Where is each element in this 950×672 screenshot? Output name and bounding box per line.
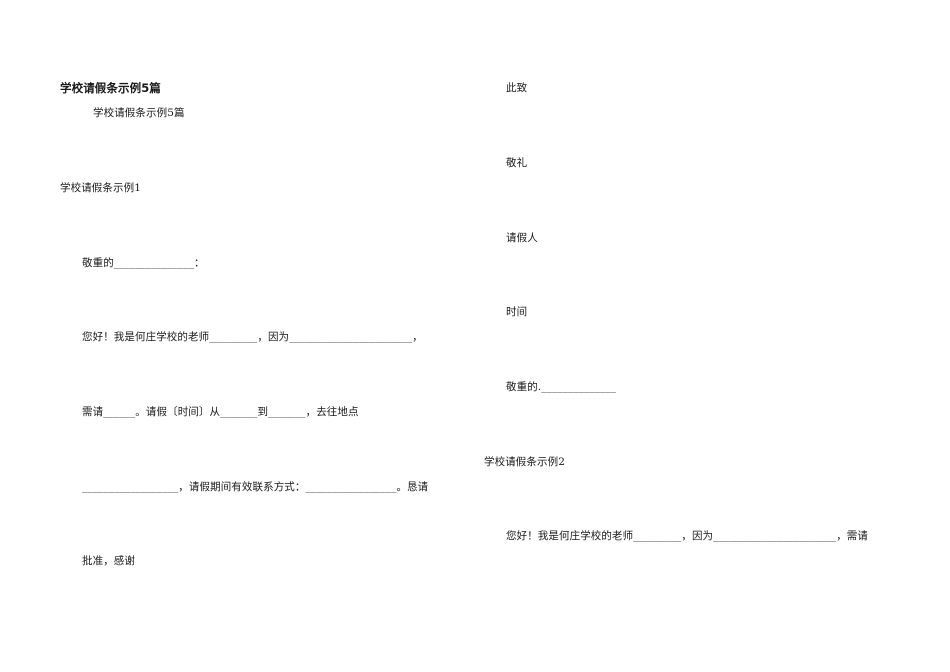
recipient-line: 敬重的.______________ — [506, 381, 617, 393]
body-line-4: 批准，感谢 — [82, 555, 135, 567]
body-line-3: __________________，请假期间有效联系方式：__________… — [82, 481, 429, 493]
closing-zhici: 此致 — [506, 82, 528, 94]
document-title: 学校请假条示例5篇 — [60, 81, 161, 95]
salutation-line: 敬重的_______________： — [82, 257, 205, 269]
body-line-2: 需请______。请假〔时间〕从_______到_______，去往地点 — [82, 406, 359, 418]
time-label: 时间 — [506, 306, 528, 318]
requester-label: 请假人 — [506, 232, 538, 244]
example-2-heading: 学校请假条示例2 — [484, 456, 565, 468]
document-subtitle: 学校请假条示例5篇 — [93, 107, 185, 119]
example-2-body-line: 您好！我是何庄学校的老师_________，因为________________… — [506, 530, 868, 542]
closing-jingli: 敬礼 — [506, 157, 528, 169]
example-1-heading: 学校请假条示例1 — [60, 182, 141, 194]
body-line-1: 您好！我是何庄学校的老师_________，因为________________… — [82, 331, 423, 343]
